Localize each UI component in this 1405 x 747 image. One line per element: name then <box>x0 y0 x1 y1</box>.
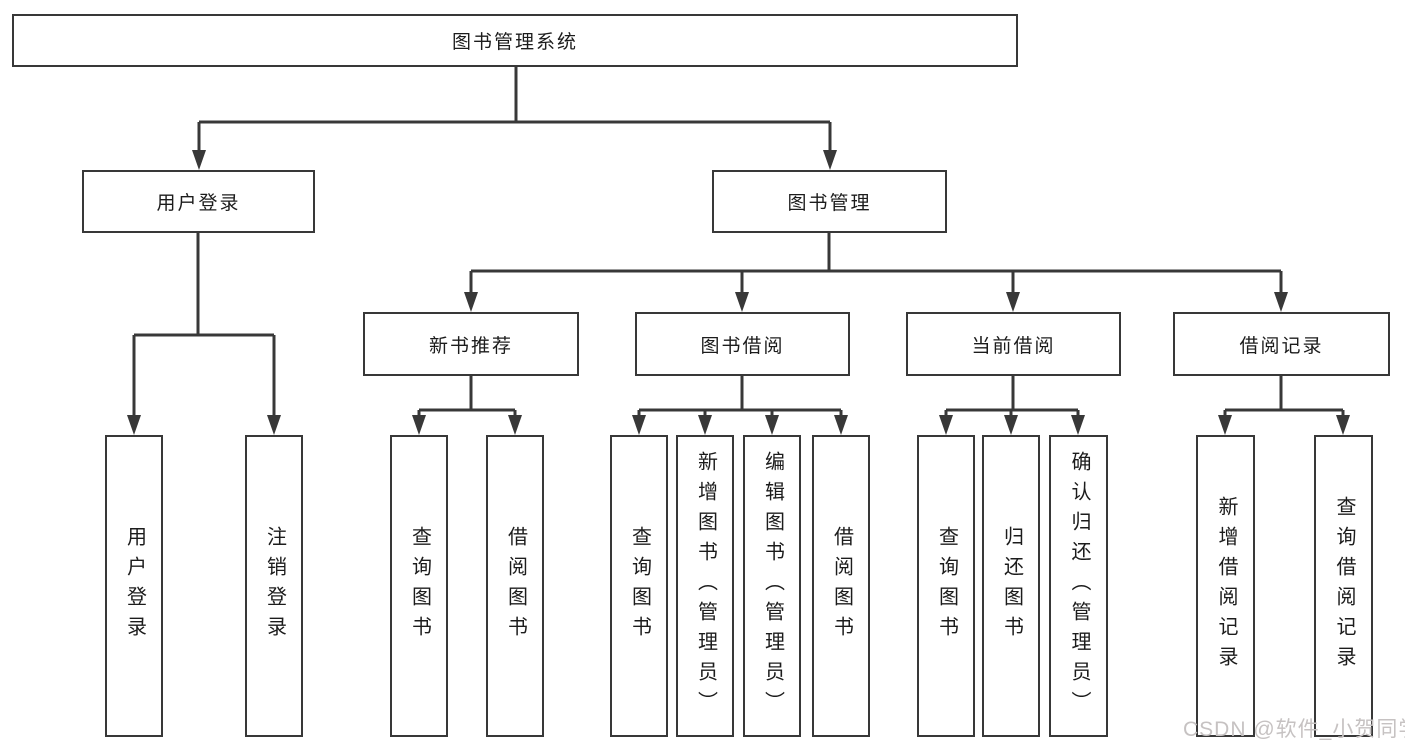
leaf-query-books-borrowing-label: 查询图书 <box>628 526 651 646</box>
connector-paths <box>132 67 1345 419</box>
leaf-user-login: 用户登录 <box>105 435 163 737</box>
leaf-logout-label: 注销登录 <box>263 526 286 646</box>
leaf-confirm-return-admin: 确认归还（管理员） <box>1049 435 1108 737</box>
leaf-query-books-current: 查询图书 <box>917 435 975 737</box>
node-current-borrowing-label: 当前借阅 <box>971 335 1056 357</box>
node-user-login-label: 用户登录 <box>156 193 241 214</box>
leaf-logout: 注销登录 <box>245 435 303 737</box>
leaf-return-books-label: 归还图书 <box>1000 526 1023 646</box>
leaf-query-books-recommend-label: 查询图书 <box>408 526 431 646</box>
node-root: 图书管理系统 <box>12 14 1018 67</box>
node-book-borrowing: 图书借阅 <box>635 312 850 376</box>
leaf-user-login-label: 用户登录 <box>123 526 146 646</box>
arrowhead-icons <box>127 150 1350 435</box>
leaf-borrow-books-borrowing: 借阅图书 <box>812 435 870 737</box>
leaf-query-books-current-label: 查询图书 <box>935 526 958 646</box>
leaf-query-borrow-record-label: 查询借阅记录 <box>1333 496 1355 676</box>
leaf-edit-books-admin: 编辑图书（管理员） <box>743 435 801 737</box>
node-book-management: 图书管理 <box>712 170 947 233</box>
node-book-management-label: 图书管理 <box>787 193 872 214</box>
leaf-query-borrow-record: 查询借阅记录 <box>1314 435 1373 737</box>
leaf-borrow-books-borrowing-label: 借阅图书 <box>830 526 853 646</box>
leaf-return-books: 归还图书 <box>982 435 1040 737</box>
leaf-query-books-borrowing: 查询图书 <box>610 435 668 737</box>
csdn-watermark: CSDN @软件_小贺同学 <box>1183 718 1405 741</box>
node-book-borrowing-label: 图书借阅 <box>700 335 785 357</box>
leaf-confirm-return-admin-label: 确认归还（管理员） <box>1068 451 1090 721</box>
node-borrow-records: 借阅记录 <box>1173 312 1390 376</box>
leaf-borrow-books-recommend: 借阅图书 <box>486 435 544 737</box>
leaf-add-borrow-record-label: 新增借阅记录 <box>1215 496 1237 676</box>
leaf-query-books-recommend: 查询图书 <box>390 435 448 737</box>
node-root-label: 图书管理系统 <box>451 32 578 53</box>
node-user-login: 用户登录 <box>82 170 315 233</box>
leaf-edit-books-admin-label: 编辑图书（管理员） <box>761 451 784 721</box>
node-new-book-recommend-label: 新书推荐 <box>428 335 513 357</box>
leaf-add-borrow-record: 新增借阅记录 <box>1196 435 1255 737</box>
leaf-borrow-books-recommend-label: 借阅图书 <box>504 526 527 646</box>
node-current-borrowing: 当前借阅 <box>906 312 1121 376</box>
leaf-add-books-admin: 新增图书（管理员） <box>676 435 734 737</box>
leaf-add-books-admin-label: 新增图书（管理员） <box>694 451 717 721</box>
node-new-book-recommend: 新书推荐 <box>363 312 579 376</box>
node-borrow-records-label: 借阅记录 <box>1239 335 1324 357</box>
